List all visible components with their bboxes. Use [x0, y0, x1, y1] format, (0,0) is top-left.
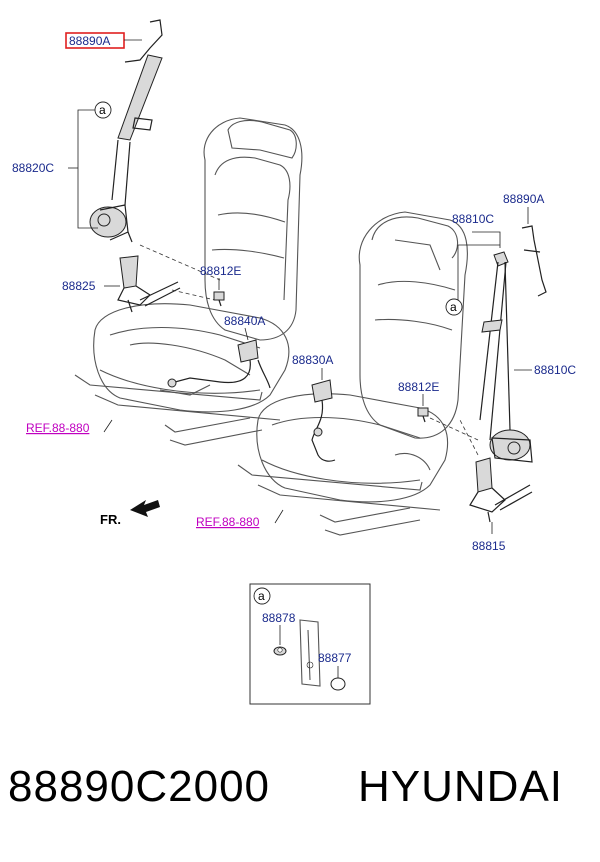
- right-belt-assembly: [479, 225, 547, 463]
- seat-belt-parts-diagram: 88890A 88820C 88825 88812E 88840A 88830A…: [12, 19, 576, 705]
- circle-a-right-letter: a: [450, 300, 457, 314]
- detail-parts: [273, 619, 346, 691]
- left-seat: [74, 117, 303, 446]
- callout-88820c: 88820C: [12, 161, 54, 175]
- callout-88810c-side: 88810C: [534, 363, 576, 377]
- circle-a-detail-letter: a: [258, 589, 265, 603]
- callout-88878: 88878: [262, 611, 296, 625]
- callout-88890a-right: 88890A: [503, 192, 544, 206]
- ref-right: REF.88-880: [196, 515, 260, 529]
- callout-88877: 88877: [318, 651, 352, 665]
- right-bolt: [417, 394, 429, 423]
- circle-a-left-letter: a: [99, 103, 106, 117]
- circle-a-right: [445, 298, 463, 316]
- callout-88825: 88825: [62, 279, 96, 293]
- callout-88810c-top: 88810C: [452, 212, 494, 226]
- callout-88812e-right: 88812E: [398, 380, 439, 394]
- callout-88890a-highlight: 88890A: [69, 34, 110, 48]
- ref-left: REF.88-880: [26, 421, 90, 435]
- right-seat: [237, 211, 468, 536]
- brand-name: HYUNDAI: [358, 762, 564, 811]
- callout-88840a: 88840A: [224, 314, 265, 328]
- left-sensor: [167, 327, 271, 389]
- highlight-box: [65, 32, 125, 49]
- callout-88830a: 88830A: [292, 353, 333, 367]
- right-sensor: [311, 368, 336, 462]
- detail-box: [249, 583, 371, 705]
- part-number: 88890C2000: [8, 762, 271, 811]
- right-buckle: [469, 457, 533, 534]
- callout-88812e-left: 88812E: [200, 264, 241, 278]
- callout-88815: 88815: [472, 539, 506, 553]
- left-belt-assembly: [89, 19, 163, 243]
- left-bolt: [213, 278, 225, 307]
- front-arrow: [130, 500, 160, 517]
- front-direction-label: FR.: [100, 512, 121, 527]
- circle-a-left: [94, 101, 112, 119]
- circle-a-detail: [253, 587, 271, 605]
- left-buckle: [104, 255, 181, 313]
